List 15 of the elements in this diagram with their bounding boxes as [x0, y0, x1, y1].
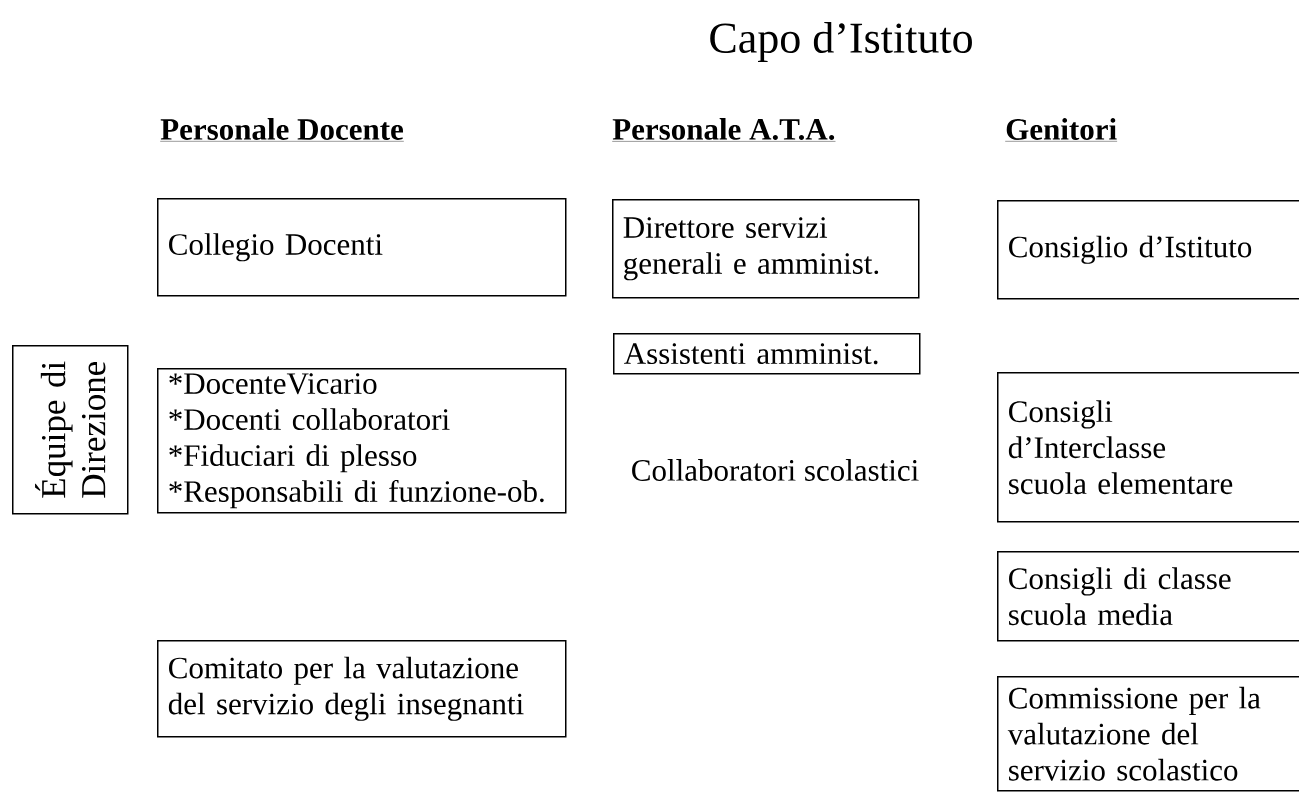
- role-box: Consiglio d’Istituto: [997, 200, 1299, 300]
- title: Capo d’Istituto: [710, 22, 972, 62]
- column-heading: Personale Docente: [160, 118, 404, 142]
- role-box: Direttore servizi generali e amminist.: [612, 199, 920, 299]
- role-box: Équipe di Direzione: [12, 345, 129, 515]
- column-heading: Genitori: [1005, 118, 1118, 142]
- role-box: Consigli di classe scuola media: [997, 551, 1299, 642]
- role-box: *DocenteVicario *Docenti collaboratori *Fiduciari di plesso *Responsabili di funzione-ob.: [157, 368, 567, 514]
- role-box: Comitato per la valutazione del servizio degli insegnanti: [157, 640, 567, 738]
- role-box: Consigli d’Interclasse scuola elementare: [997, 372, 1299, 523]
- text-label: Collaboratori scolastici: [632, 459, 919, 481]
- role-box: Assistenti amminist.: [613, 333, 921, 375]
- column-heading: Personale A.T.A.: [612, 118, 836, 142]
- role-box: Collegio Docenti: [157, 198, 567, 297]
- role-box: Commissione per la valutazione del servizio scolastico: [997, 676, 1299, 792]
